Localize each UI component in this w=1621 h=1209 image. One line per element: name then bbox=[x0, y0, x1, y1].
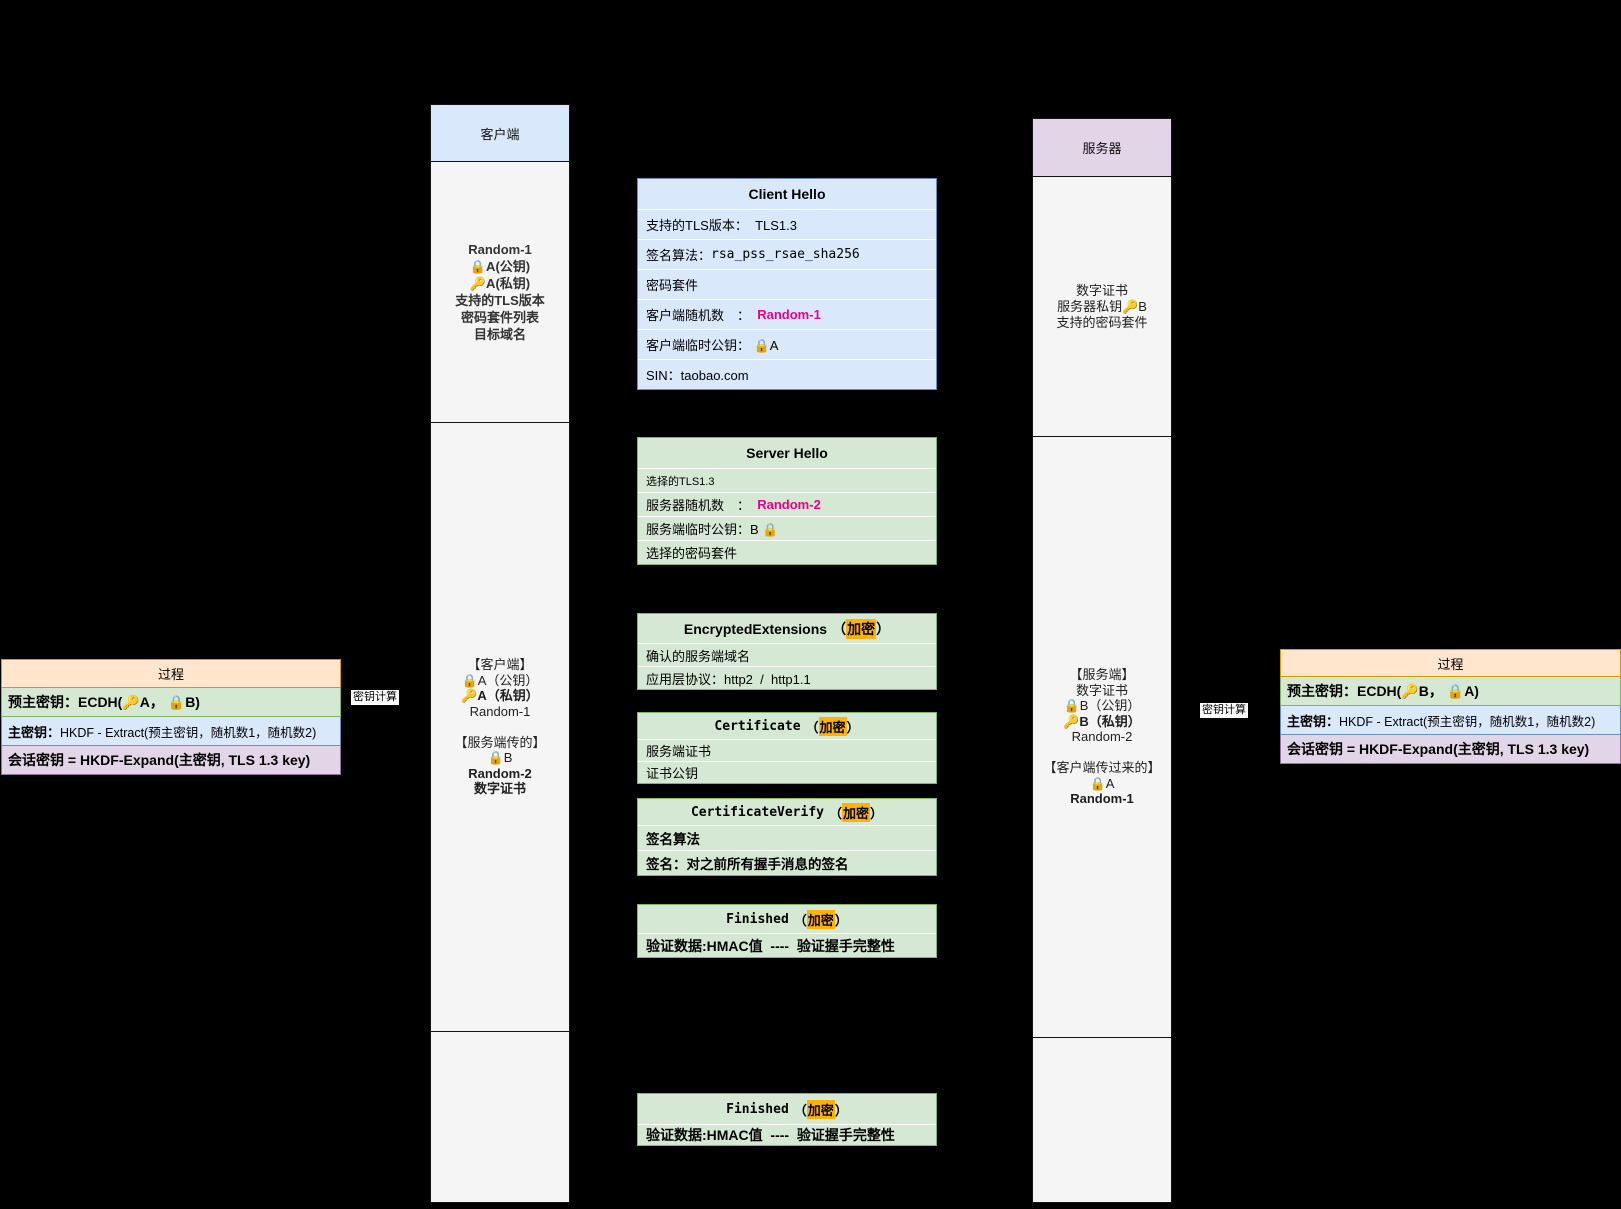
server-hello-message: Server Hello 选择的TLS1.3 服务器随机数 ： Random-2… bbox=[637, 437, 937, 565]
client-hello-row-tls: 支持的TLS版本： TLS1.3 bbox=[638, 209, 936, 239]
note-line: 【客户端传过来的】 bbox=[1043, 760, 1161, 776]
note-line: 🔑A（私钥） bbox=[461, 688, 539, 704]
note-line: 🔑B（私钥） bbox=[1063, 713, 1141, 729]
session-key-row: 会话密钥 = HKDF-Expand(主密钥, TLS 1.3 key) bbox=[1, 746, 341, 775]
message-title-text: Finished bbox=[726, 911, 789, 927]
client-section-prepare: Random-1 🔒A(公钥) 🔑A(私钥) 支持的TLS版本 密码套件列表 目… bbox=[430, 162, 570, 423]
client-section-bottom bbox=[430, 1032, 570, 1203]
server-lifeline-header: 服务器 bbox=[1032, 118, 1172, 177]
note-line bbox=[1043, 745, 1160, 761]
premaster-secret-row: 预主密钥：ECDH(🔑A， 🔒B) bbox=[1, 688, 341, 717]
certificate-message: Certificate（加密） 服务端证书 证书公钥 bbox=[637, 712, 937, 784]
server-prepare-notes: 数字证书 服务器私钥🔑B 支持的密码套件 bbox=[1056, 283, 1147, 331]
server-hello-row-pubkey: 服务端临时公钥：B 🔒 bbox=[638, 516, 936, 540]
key-calc-label-right: 密钥计算 bbox=[1200, 703, 1248, 718]
client-lifeline: 客户端 Random-1 🔒A(公钥) 🔑A(私钥) 支持的TLS版本 密码套件… bbox=[430, 104, 570, 1203]
note-line: 🔒B（公钥） bbox=[1063, 698, 1141, 714]
master-secret-row: 主密钥：HKDF - Extract(预主密钥，随机数1，随机数2) bbox=[1280, 706, 1621, 735]
note-line: Random-1 bbox=[469, 703, 531, 719]
message-title-text: Finished bbox=[726, 1101, 789, 1117]
enc-ext-row-alpn: 应用层协议：http2 / http1.1 bbox=[638, 666, 936, 689]
encrypted-tag: 加密 bbox=[806, 909, 835, 929]
note-line: 密码套件列表 bbox=[460, 310, 539, 325]
certificate-row-cert: 服务端证书 bbox=[638, 739, 936, 761]
server-section-bottom bbox=[1032, 1038, 1172, 1203]
note-line: 支持的TLS版本 bbox=[455, 293, 545, 308]
encrypted-tag: 加密 bbox=[806, 1099, 835, 1119]
server-section-handshake: 【服务端】 数字证书 🔒B（公钥） 🔑B（私钥） Random-2 【客户端传过… bbox=[1032, 437, 1172, 1038]
server-hello-title: Server Hello bbox=[638, 438, 936, 468]
message-title-text: Server Hello bbox=[746, 445, 828, 461]
client-state-notes: 【客户端】 🔒A（公钥） 🔑A（私钥） Random-1 【服务端传的】 🔒B … bbox=[454, 657, 545, 797]
note-line: 🔒A bbox=[1089, 775, 1115, 791]
client-hello-row-signature: 签名算法：rsa_pss_rsae_sha256 bbox=[638, 239, 936, 269]
server-hello-row-random: 服务器随机数 ： Random-2 bbox=[638, 492, 936, 516]
certificate-title: Certificate（加密） bbox=[714, 716, 860, 736]
server-section-prepare: 数字证书 服务器私钥🔑B 支持的密码套件 bbox=[1032, 177, 1172, 437]
encrypted-tag: 加密 bbox=[818, 716, 847, 736]
client-hello-row-sin: SIN：taobao.com bbox=[638, 359, 936, 389]
certificate-verify-row-sig: 签名：对之前所有握手消息的签名 bbox=[638, 850, 936, 875]
client-hello-row-random: 客户端随机数 ： Random-1 bbox=[638, 299, 936, 329]
server-hello-row-tls: 选择的TLS1.3 bbox=[638, 468, 936, 492]
certificate-verify-message: CertificateVerify（加密） 签名算法 签名：对之前所有握手消息的… bbox=[637, 798, 937, 876]
note-line: 🔑A(私钥) bbox=[469, 276, 531, 291]
client-key-process-panel: 过程 预主密钥：ECDH(🔑A， 🔒B) 主密钥：HKDF - Extract(… bbox=[1, 659, 341, 775]
finished-row-hmac: 验证数据:HMAC值 ---- 验证握手完整性 bbox=[638, 933, 936, 957]
note-line: 🔒A(公钥) bbox=[469, 259, 531, 274]
encrypted-tag: 加密 bbox=[846, 618, 877, 639]
server-hello-row-cipher: 选择的密码套件 bbox=[638, 540, 936, 564]
process-panel-header: 过程 bbox=[1280, 649, 1621, 677]
encrypted-extensions-title: EncryptedExtensions（加密） bbox=[683, 618, 891, 639]
finished-title: Finished（加密） bbox=[726, 1099, 848, 1119]
finished-message-client: Finished（加密） 验证数据:HMAC值 ---- 验证握手完整性 bbox=[637, 1093, 937, 1146]
message-title-text: EncryptedExtensions bbox=[683, 620, 828, 637]
note-line: 🔒A（公钥） bbox=[461, 672, 539, 688]
encrypted-extensions-message: EncryptedExtensions（加密） 确认的服务端域名 应用层协议：h… bbox=[637, 613, 937, 690]
server-key-process-panel: 过程 预主密钥：ECDH(🔑B， 🔒A) 主密钥：HKDF - Extract(… bbox=[1280, 649, 1621, 764]
client-prepare-notes: Random-1 🔒A(公钥) 🔑A(私钥) 支持的TLS版本 密码套件列表 目… bbox=[455, 241, 545, 343]
client-hello-row-cipher: 密码套件 bbox=[638, 269, 936, 299]
client-hello-message: Client Hello 支持的TLS版本： TLS1.3 签名算法：rsa_p… bbox=[637, 178, 937, 390]
master-secret-row: 主密钥：HKDF - Extract(预主密钥，随机数1，随机数2) bbox=[1, 717, 341, 746]
server-title: 服务器 bbox=[1082, 141, 1122, 156]
note-line: Random-1 bbox=[468, 242, 532, 257]
client-lifeline-header: 客户端 bbox=[430, 104, 570, 162]
note-line: 目标域名 bbox=[473, 327, 526, 342]
session-key-row: 会话密钥 = HKDF-Expand(主密钥, TLS 1.3 key) bbox=[1280, 735, 1621, 764]
certificate-row-pubkey: 证书公钥 bbox=[638, 761, 936, 783]
note-line: 支持的密码套件 bbox=[1056, 314, 1148, 330]
finished-row-hmac: 验证数据:HMAC值 ---- 验证握手完整性 bbox=[638, 1124, 936, 1145]
client-title: 客户端 bbox=[480, 126, 520, 142]
process-panel-header: 过程 bbox=[1, 659, 341, 688]
server-state-notes: 【服务端】 数字证书 🔒B（公钥） 🔑B（私钥） Random-2 【客户端传过… bbox=[1043, 667, 1160, 807]
encrypted-tag: 加密 bbox=[842, 802, 871, 822]
certificate-verify-title: CertificateVerify（加密） bbox=[690, 802, 884, 822]
note-line: 数字证书 bbox=[1075, 682, 1128, 698]
certificate-verify-row-alg: 签名算法 bbox=[638, 825, 936, 850]
finished-message-server: Finished（加密） 验证数据:HMAC值 ---- 验证握手完整性 bbox=[637, 904, 937, 958]
client-hello-row-pubkey: 客户端临时公钥： 🔒A bbox=[638, 329, 936, 359]
client-hello-title: Client Hello bbox=[638, 179, 936, 209]
note-line: Random-1 bbox=[1070, 791, 1134, 807]
client-section-handshake: 【客户端】 🔒A（公钥） 🔑A（私钥） Random-1 【服务端传的】 🔒B … bbox=[430, 423, 570, 1032]
premaster-secret-row: 预主密钥：ECDH(🔑B， 🔒A) bbox=[1280, 677, 1621, 706]
note-line: 数字证书 bbox=[473, 781, 526, 797]
message-title-text: CertificateVerify bbox=[690, 804, 824, 820]
enc-ext-row-domain: 确认的服务端域名 bbox=[638, 643, 936, 666]
note-line: 【服务端传的】 bbox=[454, 734, 546, 750]
server-lifeline: 服务器 数字证书 服务器私钥🔑B 支持的密码套件 【服务端】 数字证书 🔒B（公… bbox=[1032, 118, 1172, 1203]
note-line: 【客户端】 bbox=[467, 657, 533, 673]
note-line: 服务器私钥🔑B bbox=[1057, 298, 1147, 314]
message-title-text: Client Hello bbox=[748, 186, 826, 202]
note-line: Random-2 bbox=[468, 765, 532, 781]
finished-title: Finished（加密） bbox=[726, 909, 848, 929]
key-calc-label-left: 密钥计算 bbox=[351, 690, 399, 705]
note-line bbox=[454, 719, 545, 735]
note-line: 【服务端】 bbox=[1069, 667, 1135, 683]
note-line: Random-2 bbox=[1071, 729, 1133, 745]
note-line: 数字证书 bbox=[1075, 282, 1128, 298]
note-line: 🔒B bbox=[487, 750, 513, 766]
message-title-text: Certificate bbox=[714, 718, 801, 734]
